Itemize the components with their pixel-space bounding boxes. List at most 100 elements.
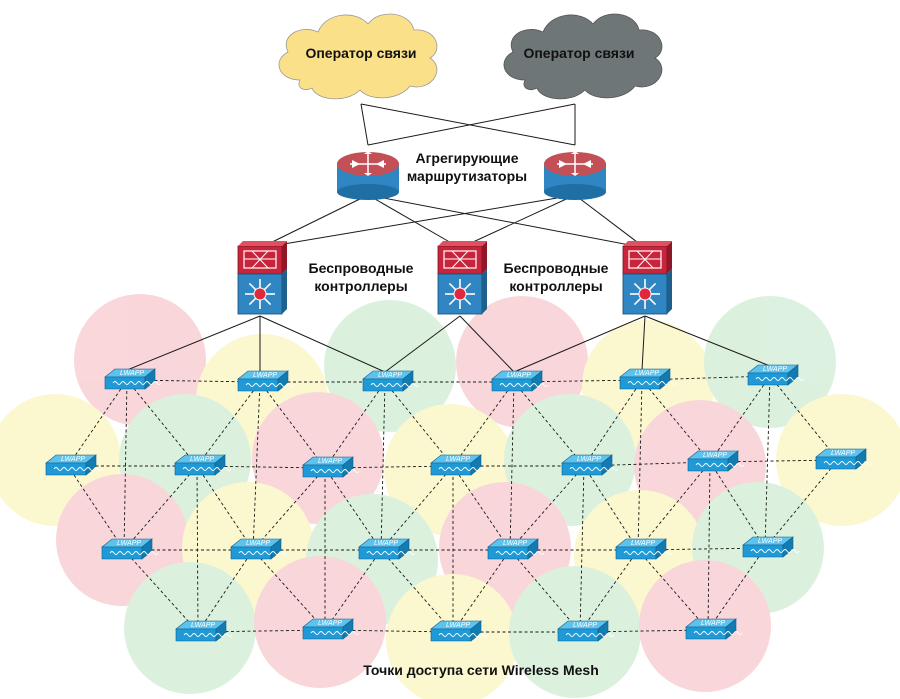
ap-label: LWAPP bbox=[374, 540, 398, 547]
mesh-access-point-icon: LWAPP bbox=[687, 450, 745, 472]
wired-link bbox=[644, 315, 771, 367]
mesh-link bbox=[196, 465, 254, 551]
controllers-left-label-line1: Беспроводные bbox=[309, 260, 414, 276]
mesh-access-point-icon: LWAPP bbox=[487, 538, 545, 560]
ap-label: LWAPP bbox=[61, 456, 85, 463]
controllers-left-label-line2: контроллеры bbox=[314, 278, 407, 294]
wired-link bbox=[259, 194, 369, 249]
carrier-left-label: Оператор связи bbox=[305, 45, 416, 61]
ap-label: LWAPP bbox=[446, 456, 470, 463]
ap-label: LWAPP bbox=[507, 372, 531, 379]
ap-label: LWAPP bbox=[117, 540, 141, 547]
mesh-link bbox=[583, 379, 643, 467]
ap-label: LWAPP bbox=[253, 372, 277, 379]
ap-label: LWAPP bbox=[573, 622, 597, 629]
mesh-access-point-icon: LWAPP bbox=[561, 454, 619, 476]
ap-label: LWAPP bbox=[631, 540, 655, 547]
wired-link bbox=[459, 315, 515, 373]
controller-center-icon bbox=[437, 241, 487, 315]
mesh-access-point-icon: LWAPP bbox=[615, 538, 673, 560]
mesh-link bbox=[509, 381, 515, 551]
mesh-link bbox=[707, 547, 766, 631]
mesh-link bbox=[637, 379, 643, 551]
ap-label: LWAPP bbox=[758, 538, 782, 545]
mesh-access-point-icon: LWAPP bbox=[104, 368, 162, 390]
ap-label: LWAPP bbox=[831, 450, 855, 457]
mesh-link bbox=[452, 381, 515, 467]
mesh-access-point-icon: LWAPP bbox=[430, 620, 488, 642]
wired-link bbox=[259, 194, 576, 249]
ap-label: LWAPP bbox=[503, 540, 527, 547]
mesh-link bbox=[123, 379, 128, 551]
wired-link bbox=[574, 194, 646, 249]
ap-label: LWAPP bbox=[246, 540, 270, 547]
mesh-caption: Точки доступа сети Wireless Mesh bbox=[363, 662, 599, 678]
mesh-access-point-icon: LWAPP bbox=[101, 538, 159, 560]
controllers-right-label-line2: контроллеры bbox=[509, 278, 602, 294]
mesh-link bbox=[641, 379, 711, 463]
mesh-link bbox=[764, 375, 771, 549]
mesh-link bbox=[509, 549, 581, 633]
mesh-link bbox=[769, 375, 839, 461]
mesh-access-point-icon: LWAPP bbox=[45, 454, 103, 476]
mesh-link bbox=[324, 467, 382, 551]
mesh-link bbox=[196, 465, 199, 633]
aggregation-label-line2: маршрутизаторы bbox=[407, 168, 527, 184]
mesh-link bbox=[637, 461, 711, 551]
mesh-access-point-icon: LWAPP bbox=[358, 538, 416, 560]
mesh-access-point-icon: LWAPP bbox=[557, 620, 615, 642]
ap-label: LWAPP bbox=[635, 370, 659, 377]
mesh-link bbox=[259, 381, 326, 469]
mesh-link bbox=[583, 465, 639, 551]
mesh-link bbox=[452, 549, 511, 633]
controllers-right-label-line1: Беспроводные bbox=[504, 260, 609, 276]
ap-label: LWAPP bbox=[701, 620, 725, 627]
mesh-link bbox=[123, 549, 199, 633]
mesh-link bbox=[509, 465, 585, 551]
mesh-access-point-icon: LWAPP bbox=[685, 618, 743, 640]
router-right-icon bbox=[544, 151, 606, 200]
ap-label: LWAPP bbox=[190, 456, 214, 463]
mesh-access-point-icon: LWAPP bbox=[174, 454, 232, 476]
mesh-access-point-icon: LWAPP bbox=[237, 370, 295, 392]
aggregation-label-line1: Агрегирующие bbox=[415, 150, 518, 166]
mesh-access-point-icon: LWAPP bbox=[742, 536, 800, 558]
mesh-link bbox=[67, 379, 128, 467]
wired-link bbox=[513, 315, 646, 373]
controller-right-icon bbox=[622, 241, 672, 315]
router-left-icon bbox=[337, 151, 399, 200]
ap-label: LWAPP bbox=[703, 452, 727, 459]
mesh-access-point-icon: LWAPP bbox=[175, 620, 233, 642]
coverage-halo bbox=[704, 296, 836, 428]
wireless-controllers bbox=[237, 241, 672, 315]
aggregation-routers bbox=[337, 151, 606, 200]
carrier-cloud-right: Оператор связи bbox=[503, 13, 663, 100]
mesh-link bbox=[637, 549, 709, 631]
carrier-cloud-left: Оператор связи bbox=[278, 13, 438, 100]
mesh-link bbox=[764, 459, 839, 549]
wired-link bbox=[126, 315, 261, 371]
wired-link bbox=[360, 103, 576, 146]
wired-link bbox=[360, 103, 369, 146]
mesh-access-point-icon: LWAPP bbox=[619, 368, 677, 390]
mesh-link bbox=[579, 549, 639, 633]
ap-label: LWAPP bbox=[318, 620, 342, 627]
ap-label: LWAPP bbox=[763, 366, 787, 373]
mesh-link bbox=[707, 461, 711, 631]
mesh-link bbox=[252, 549, 326, 631]
mesh-link bbox=[709, 461, 766, 549]
mesh-link bbox=[513, 381, 585, 467]
wired-link bbox=[367, 103, 576, 146]
mesh-access-point-icon: LWAPP bbox=[302, 456, 360, 478]
mesh-link bbox=[709, 375, 771, 463]
mesh-link bbox=[380, 549, 454, 633]
mesh-link bbox=[452, 465, 511, 551]
mesh-link bbox=[324, 381, 386, 469]
mesh-access-points: LWAPP LWAPP LWAPP LWAPP LWAPP LWAPP LWAPP LWAPP… bbox=[45, 364, 873, 642]
ap-label: LWAPP bbox=[446, 622, 470, 629]
wired-link bbox=[367, 194, 461, 249]
mesh-link bbox=[196, 381, 261, 467]
wired-link bbox=[641, 315, 646, 371]
mesh-link bbox=[126, 379, 198, 467]
